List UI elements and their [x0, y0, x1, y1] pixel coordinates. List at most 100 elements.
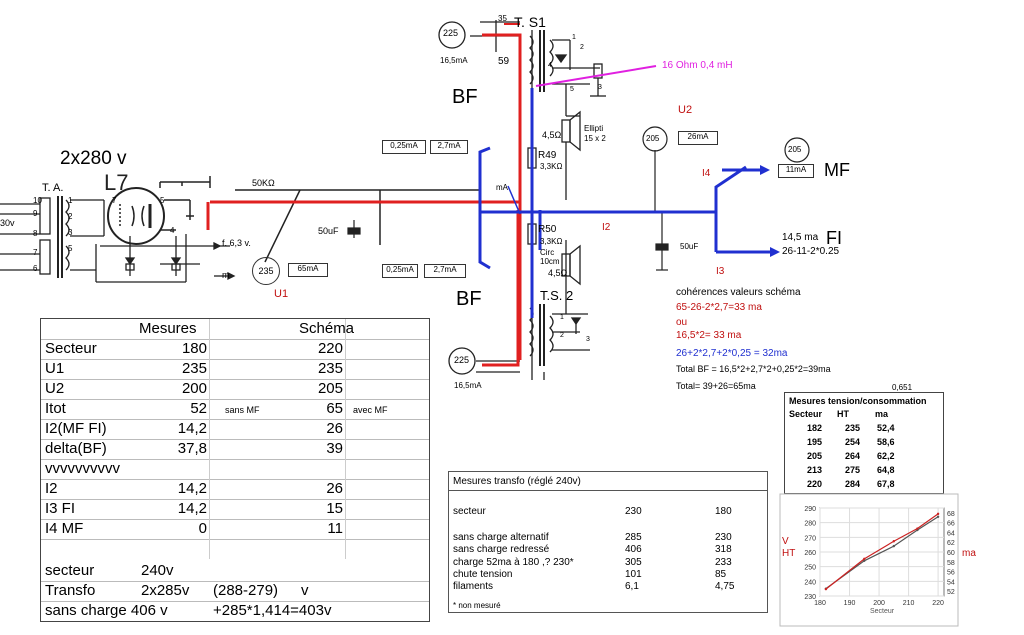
box-025ma-bottom: 0,25mA — [382, 264, 418, 278]
tension-row-secteur: 205 — [807, 451, 823, 461]
data-point-ma — [892, 540, 896, 543]
transfo-range: (288-279) — [213, 582, 279, 599]
tension-row-secteur: 213 — [807, 465, 823, 475]
mf-label: MF — [824, 160, 850, 180]
coherence-line6: Total= 39+26=65ma — [676, 381, 756, 391]
data-point-HT — [863, 559, 866, 562]
charge-calc: +285*1,414=403v — [213, 602, 332, 619]
pin-label: 4 — [548, 62, 552, 69]
row-note: sans MF — [225, 405, 260, 415]
y-tick-label: 280 — [804, 521, 816, 528]
row-mesure: 37,8 — [177, 440, 207, 457]
tension-row-ht: 275 — [845, 465, 861, 475]
coherence-line4: 26+2*2,7+2*0,25 = 32ma — [676, 348, 788, 359]
transfo-row-230: 406 — [625, 544, 642, 555]
row-schema: 26 — [326, 480, 343, 497]
row-label: Itot — [45, 400, 66, 417]
circle-205-b: 205 — [788, 145, 802, 154]
tension-row-ht: 254 — [845, 437, 861, 447]
tension-row-secteur: 195 — [807, 437, 823, 447]
header-mesures: Mesures — [139, 320, 197, 337]
tension-row-ma: 62,2 — [877, 451, 895, 461]
bf-top-label: BF — [452, 86, 478, 108]
row-schema: 220 — [317, 340, 343, 357]
tension-row-ht: 264 — [845, 451, 861, 461]
charge-label: sans charge 406 v — [45, 602, 168, 619]
transfo-label: Transfo — [45, 582, 96, 599]
mesures-row: vvvvvvvvvv — [41, 459, 429, 480]
pin-label: 6 — [33, 264, 38, 273]
transfo-unit: v — [301, 582, 309, 599]
row-schema: 11 — [327, 520, 343, 537]
speaker-circ: Circ 10cm — [540, 248, 560, 266]
tension-table: Mesures tension/consommation Secteur HT … — [784, 392, 944, 494]
pin-label: 5 — [68, 244, 73, 253]
transfo-note: * non mesuré — [453, 601, 501, 610]
transfo-row-230: 6,1 — [625, 581, 639, 592]
x-axis-label: Secteur — [870, 608, 895, 615]
ta-label: T. A. — [42, 182, 64, 194]
cap2-label: 50uF — [680, 242, 699, 251]
transfo-row-label: charge 52ma à 180 ,? 230* — [453, 557, 574, 568]
header-schema: Schéma — [299, 320, 355, 337]
bf-bottom-label: BF — [456, 288, 482, 310]
l7-label: L7 — [104, 170, 129, 195]
fi-current: 14,5 ma — [782, 232, 819, 243]
y-axis-label: V — [782, 536, 789, 547]
circle-225-bottom: 225 — [454, 355, 470, 365]
current-bottom: 16,5mA — [454, 381, 482, 390]
tension-title: Mesures tension/consommation — [789, 396, 927, 406]
transfo-row-label: sans charge alternatif — [453, 532, 549, 543]
m-label: m — [222, 270, 230, 280]
transfo-row-label: filaments — [453, 581, 494, 592]
transfo-row-180: 4,75 — [715, 581, 735, 592]
y-tick-label: 240 — [804, 579, 816, 586]
mesures-row: I4 MF 0 11 — [41, 519, 429, 540]
tension-row-secteur: 220 — [807, 479, 823, 489]
x-tick-label: 210 — [903, 600, 915, 607]
r50-label: R50 — [538, 224, 557, 235]
data-point-ma — [936, 512, 940, 516]
u2-network — [347, 126, 810, 271]
data-point-HT — [892, 544, 896, 548]
row-label: I4 MF — [45, 520, 84, 537]
row-mesure: 235 — [181, 360, 207, 377]
transfo-row-230: 230 — [625, 506, 642, 517]
speaker-elliptic: Ellipti 15 x 2 — [584, 124, 606, 143]
speaker-impedance: 16 Ohm 0,4 mH — [662, 60, 733, 71]
row-mesure: 200 — [181, 380, 207, 397]
coherence-line5: Total BF = 16,5*2+2,7*2+0,25*2=39ma — [676, 364, 831, 374]
l7-tube — [107, 176, 480, 263]
x-tick-label: 190 — [844, 600, 856, 607]
y-tick-label: 250 — [804, 565, 816, 572]
pin-label: 2 — [580, 44, 584, 51]
num-59: 59 — [498, 56, 510, 67]
box-025ma-top: 0,25mA — [382, 140, 426, 154]
row-label: I3 FI — [45, 500, 76, 517]
row-schema: 205 — [317, 380, 343, 397]
row-label: Secteur — [45, 340, 97, 357]
row-schema: 15 — [326, 500, 343, 517]
y-tick-label: 260 — [804, 550, 816, 557]
x-tick-label: 180 — [814, 600, 826, 607]
y-axis-label: HT — [782, 548, 795, 559]
tension-head-ma: ma — [875, 409, 889, 419]
ts2-transformer — [448, 228, 590, 380]
pin-label: 9 — [33, 209, 38, 218]
coherence-line3: 16,5*2= 33 ma — [676, 330, 742, 341]
row-mesure: 0 — [198, 520, 207, 537]
y2-tick-label: 58 — [947, 560, 955, 567]
transfo-row-180: 230 — [715, 532, 732, 543]
circle-235: 235 — [252, 257, 280, 285]
ohm-45-bottom: 4,5Ω — [548, 268, 568, 278]
pin-label: 7 — [33, 248, 38, 257]
circle-205-a: 205 — [646, 134, 660, 143]
pin-label: 2 — [68, 212, 73, 221]
x-tick-label: 200 — [873, 600, 885, 607]
transfo-value: 2x285v — [141, 582, 190, 599]
